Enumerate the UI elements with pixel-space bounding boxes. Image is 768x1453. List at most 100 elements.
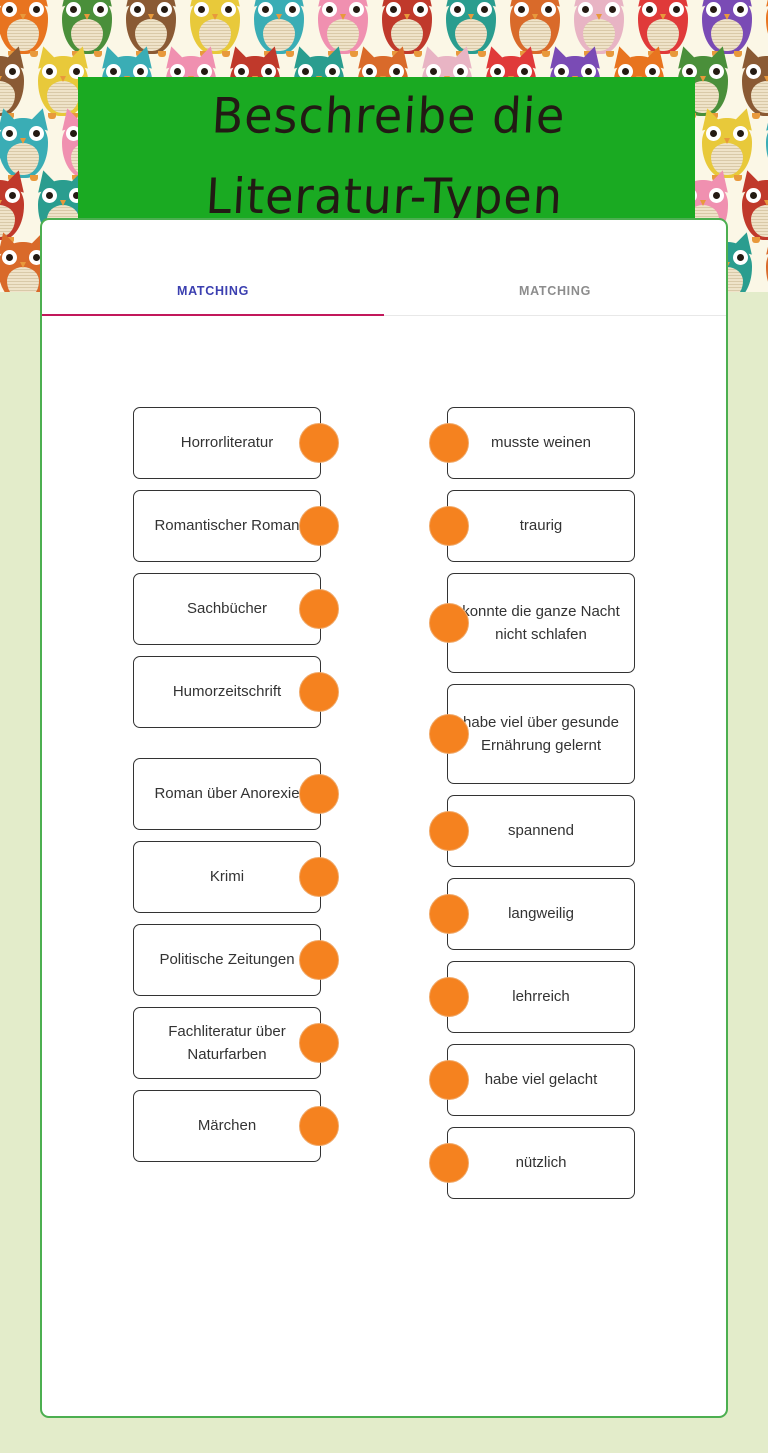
- match-card-left-2-label: Romantischer Roman: [154, 517, 300, 535]
- tab-matching-1[interactable]: MATCHING: [42, 220, 384, 316]
- matching-columns: Horrorliteratur Romantischer Roman Sachb…: [42, 407, 726, 1210]
- match-card-left-3[interactable]: Sachbücher: [133, 573, 321, 645]
- match-dot-left-7[interactable]: [299, 940, 339, 980]
- match-dot-left-3[interactable]: [299, 589, 339, 629]
- list-item[interactable]: nützlich: [429, 1127, 635, 1199]
- owl-icon: [248, 0, 310, 58]
- match-card-right-4[interactable]: habe viel über gesunde Ernährung gelernt: [447, 684, 635, 784]
- match-card-left-8-label: Fachliteratur über Naturfarben: [168, 1022, 286, 1063]
- owl-icon: [0, 43, 30, 120]
- owl-icon: [632, 0, 694, 58]
- match-dot-left-8[interactable]: [299, 1023, 339, 1063]
- tab-matching-1-label: MATCHING: [176, 284, 250, 298]
- match-card-right-3[interactable]: konnte die ganze Nacht nicht schlafen: [447, 573, 635, 673]
- match-card-right-8[interactable]: habe viel gelacht: [447, 1044, 635, 1116]
- match-dot-left-6[interactable]: [299, 857, 339, 897]
- match-dot-left-1[interactable]: [299, 423, 339, 463]
- match-card-left-9[interactable]: Märchen: [133, 1090, 321, 1162]
- match-dot-right-2[interactable]: [429, 506, 469, 546]
- owl-icon: [312, 0, 374, 58]
- list-item[interactable]: Sachbücher: [133, 573, 339, 645]
- page-title: Beschreibe die Literatur-Typen: [78, 77, 695, 219]
- list-item[interactable]: Fachliteratur über Naturfarben: [133, 1007, 339, 1079]
- match-card-left-5[interactable]: Roman über Anorexie: [133, 758, 321, 830]
- match-card-left-4[interactable]: Humorzeitschrift: [133, 656, 321, 728]
- owl-icon: [376, 0, 438, 58]
- list-item[interactable]: Krimi: [133, 841, 339, 913]
- match-card-left-5-label: Roman über Anorexie: [154, 785, 300, 803]
- match-dot-right-9[interactable]: [429, 1143, 469, 1183]
- match-card-right-2-label: traurig: [519, 517, 563, 535]
- owl-icon: [0, 167, 30, 244]
- owl-icon: [184, 0, 246, 58]
- match-card-left-1-label: Horrorliteratur: [180, 434, 274, 452]
- list-item[interactable]: Romantischer Roman: [133, 490, 339, 562]
- matching-left-column: Horrorliteratur Romantischer Roman Sachb…: [133, 407, 339, 1210]
- owl-icon: [736, 43, 768, 120]
- match-card-left-2[interactable]: Romantischer Roman: [133, 490, 321, 562]
- list-item[interactable]: konnte die ganze Nacht nicht schlafen: [429, 573, 635, 673]
- match-card-right-3-label: konnte die ganze Nacht nicht schlafen: [462, 602, 620, 643]
- list-item[interactable]: Humorzeitschrift: [133, 656, 339, 728]
- owl-pattern-row: [0, 0, 768, 60]
- match-card-left-9-label: Märchen: [197, 1117, 257, 1135]
- list-item[interactable]: Märchen: [133, 1090, 339, 1162]
- list-item[interactable]: langweilig: [429, 878, 635, 950]
- match-dot-right-8[interactable]: [429, 1060, 469, 1100]
- match-dot-right-6[interactable]: [429, 894, 469, 934]
- match-card-right-4-label: habe viel über gesunde Ernährung gelernt: [463, 713, 619, 754]
- match-card-right-6-label: langweilig: [508, 905, 574, 923]
- matching-area: Horrorliteratur Romantischer Roman Sachb…: [42, 316, 726, 1210]
- match-card-right-8-label: habe viel gelacht: [484, 1071, 598, 1089]
- list-item[interactable]: Roman über Anorexie: [133, 758, 339, 830]
- owl-icon: [56, 0, 118, 58]
- owl-icon: [736, 167, 768, 244]
- match-card-left-7-label: Politische Zeitungen: [159, 951, 295, 969]
- match-card-right-7[interactable]: lehrreich: [447, 961, 635, 1033]
- owl-icon: [120, 0, 182, 58]
- match-card-right-1[interactable]: musste weinen: [447, 407, 635, 479]
- match-dot-right-4[interactable]: [429, 714, 469, 754]
- list-item[interactable]: habe viel gelacht: [429, 1044, 635, 1116]
- match-card-right-9-label: nützlich: [515, 1154, 567, 1172]
- match-card-left-7[interactable]: Politische Zeitungen: [133, 924, 321, 996]
- match-dot-right-1[interactable]: [429, 423, 469, 463]
- list-item[interactable]: lehrreich: [429, 961, 635, 1033]
- owl-icon: [0, 105, 54, 182]
- match-card-left-1[interactable]: Horrorliteratur: [133, 407, 321, 479]
- match-dot-right-5[interactable]: [429, 811, 469, 851]
- list-item[interactable]: habe viel über gesunde Ernährung gelernt: [429, 684, 635, 784]
- match-card-right-6[interactable]: langweilig: [447, 878, 635, 950]
- owl-icon: [504, 0, 566, 58]
- match-dot-left-5[interactable]: [299, 774, 339, 814]
- match-dot-left-2[interactable]: [299, 506, 339, 546]
- match-card-left-6-label: Krimi: [209, 868, 245, 886]
- match-card-right-9[interactable]: nützlich: [447, 1127, 635, 1199]
- match-card-left-4-label: Humorzeitschrift: [172, 683, 282, 701]
- match-dot-right-3[interactable]: [429, 603, 469, 643]
- owl-icon: [0, 0, 54, 58]
- match-card-right-2[interactable]: traurig: [447, 490, 635, 562]
- owl-icon: [760, 105, 768, 182]
- match-dot-left-4[interactable]: [299, 672, 339, 712]
- match-dot-right-7[interactable]: [429, 977, 469, 1017]
- match-dot-left-9[interactable]: [299, 1106, 339, 1146]
- tab-bar: MATCHING MATCHING: [42, 220, 726, 316]
- page-title-line-1: Beschreibe die: [210, 87, 567, 145]
- matching-right-column: musste weinen traurig konnte die ganze N…: [429, 407, 635, 1210]
- list-item[interactable]: spannend: [429, 795, 635, 867]
- list-item[interactable]: Horrorliteratur: [133, 407, 339, 479]
- list-item[interactable]: Politische Zeitungen: [133, 924, 339, 996]
- owl-icon: [568, 0, 630, 58]
- tab-matching-2[interactable]: MATCHING: [384, 220, 726, 315]
- match-card-left-3-label: Sachbücher: [186, 600, 268, 618]
- match-card-left-8[interactable]: Fachliteratur über Naturfarben: [133, 1007, 321, 1079]
- tab-matching-2-label: MATCHING: [518, 284, 592, 298]
- list-item[interactable]: traurig: [429, 490, 635, 562]
- owl-icon: [696, 0, 758, 58]
- match-card-right-7-label: lehrreich: [512, 988, 570, 1006]
- activity-panel: MATCHING MATCHING Horrorliteratur Romant…: [40, 218, 728, 1418]
- match-card-right-5[interactable]: spannend: [447, 795, 635, 867]
- match-card-left-6[interactable]: Krimi: [133, 841, 321, 913]
- list-item[interactable]: musste weinen: [429, 407, 635, 479]
